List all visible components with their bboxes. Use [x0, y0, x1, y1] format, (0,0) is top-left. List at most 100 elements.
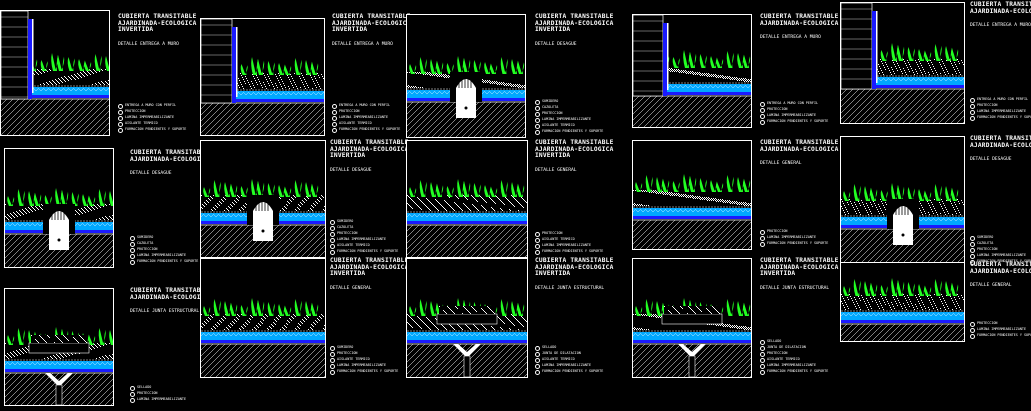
- legend-item: SELLADO: [130, 384, 186, 391]
- detail-subtitle: DETALLE GENERAL: [330, 285, 372, 291]
- section-drawing: [632, 140, 752, 250]
- detail-subtitle: DETALLE DESAGUE: [330, 167, 372, 173]
- legend-item: PROTECCION: [535, 110, 603, 117]
- section-drawing: [406, 258, 528, 378]
- detail-subtitle: DETALLE ENTREGA A MURO: [970, 23, 1031, 29]
- detail-title-line: AJARDINADA-ECOLOGICA: [970, 7, 1031, 15]
- legend-item: FORMACION PENDIENTES Y SOPORTE: [118, 126, 186, 133]
- detail-title-line: AJARDINADA-ECOLOGICA: [970, 267, 1031, 275]
- section-drawing: [632, 258, 752, 378]
- legend-item: JUNTA DE DILATACION: [760, 344, 828, 351]
- legend-item: SELLADO: [535, 344, 603, 351]
- roof-section-svg: [407, 298, 527, 377]
- detail-title-line: AJARDINADA-ECOLOGICA: [535, 145, 614, 153]
- legend-item: PROTECCION: [535, 230, 603, 237]
- legend-item: AISLANTE TERMICO: [535, 122, 603, 129]
- legend-item: FORMACION PENDIENTES Y SOPORTE: [535, 368, 603, 375]
- detail-title-line: AJARDINADA-ECOLOGICA: [118, 19, 197, 27]
- detail-title-line: CUBIERTA TRANSITABLE: [130, 287, 209, 294]
- legend-item: ENTREGA A MURO CON PERFIL: [760, 100, 828, 107]
- detail-title-line: CUBIERTA TRANSITABLE: [970, 135, 1031, 142]
- legend-item: AISLANTE TERMICO: [760, 356, 828, 363]
- detail-title-line: AJARDINADA-ECOLOGICA: [535, 19, 614, 27]
- detail-subtitle: DETALLE ENTREGA A MURO: [332, 41, 393, 47]
- detail-title-line: INVERTIDA: [118, 26, 154, 34]
- detail-title-line: CUBIERTA TRANSITABLE: [330, 139, 409, 146]
- roof-section-svg: [201, 19, 324, 135]
- legend-item: CAZOLETA: [970, 240, 1031, 247]
- legend-item: JUNTA DE DILATACION: [535, 350, 603, 357]
- legend-item: FORMACION PENDIENTES Y SOPORTE: [330, 248, 398, 255]
- legend-item: CAZOLETA: [535, 104, 603, 111]
- legend-item: FORMACION PENDIENTES Y SOPORTE: [760, 368, 828, 375]
- legend-item: ENTREGA A MURO CON PERFIL: [970, 96, 1031, 103]
- legend-item: SUMIDERO: [535, 98, 603, 105]
- legend-item: CAZOLETA: [330, 224, 398, 231]
- section-drawing: [840, 2, 965, 124]
- legend-item: PROTECCION: [332, 108, 400, 115]
- legend-item: LAMINA IMPERMEABILIZANTE: [760, 234, 828, 241]
- legend-item: SUMIDERO: [330, 218, 398, 225]
- detail-subtitle: DETALLE GENERAL: [760, 161, 802, 167]
- legend-item: PROTECCION: [760, 106, 828, 113]
- legend-item: FORMACION PENDIENTES Y SOPORTE: [970, 332, 1031, 339]
- detail-title-line: AJARDINADA-ECOLOGICA: [760, 145, 839, 153]
- roof-section-svg: [841, 183, 964, 267]
- legend-item: AISLANTE TERMICO: [332, 120, 400, 127]
- section-drawing: [840, 136, 965, 268]
- legend-item: PROTECCION: [130, 390, 186, 397]
- detail-title-line: INVERTIDA: [535, 270, 571, 278]
- detail-subtitle: DETALLE GENERAL: [970, 283, 1012, 289]
- legend-item: LAMINA IMPERMEABILIZANTE: [760, 112, 828, 119]
- section-drawing: [632, 14, 752, 128]
- detail-title-line: AJARDINADA-ECOLOGICA: [760, 19, 839, 27]
- roof-section-svg: [633, 174, 751, 249]
- legend-item: FORMACION PENDIENTES Y SOPORTE: [130, 258, 198, 265]
- legend-item: LAMINA IMPERMEABILIZANTE: [970, 252, 1031, 259]
- legend-item: AISLANTE TERMICO: [535, 356, 603, 363]
- legend-item: SUMIDERO: [330, 344, 398, 351]
- legend-item: AISLANTE TERMICO: [330, 356, 398, 363]
- legend-item: AISLANTE TERMICO: [535, 236, 603, 243]
- section-drawing: [840, 262, 965, 342]
- roof-section-svg: [633, 298, 751, 377]
- legend-item: FORMACION PENDIENTES Y SOPORTE: [535, 128, 603, 135]
- legend-item: LAMINA IMPERMEABILIZANTE: [330, 236, 398, 243]
- section-drawing: [200, 18, 325, 136]
- roof-section-svg: [5, 327, 113, 405]
- detail-title-line: AJARDINADA-ECOLOGICA: [330, 145, 409, 153]
- detail-title-line: AJARDINADA-ECOLOGICA: [760, 263, 839, 271]
- legend-item: SELLADO: [760, 338, 828, 345]
- legend-item: SUMIDERO: [970, 234, 1031, 241]
- detail-title-line: CUBIERTA TRANSITABLE: [535, 13, 614, 20]
- legend-item: AISLANTE TERMICO: [330, 242, 398, 249]
- roof-section-svg: [5, 188, 113, 267]
- legend-item: FORMACION PENDIENTES Y SOPORTE: [760, 118, 828, 125]
- section-drawing: [200, 140, 326, 258]
- legend-item: LAMINA IMPERMEABILIZANTE: [130, 396, 186, 403]
- detail-title-line: INVERTIDA: [332, 26, 368, 34]
- detail-title-line: CUBIERTA TRANSITABLE: [330, 257, 409, 264]
- roof-section-svg: [201, 179, 325, 257]
- detail-title-line: AJARDINADA-ECOLOGICA: [130, 155, 209, 163]
- roof-section-svg: [407, 56, 525, 137]
- detail-subtitle: DETALLE DESAGUE: [970, 157, 1012, 163]
- legend-item: FORMACION PENDIENTES Y SOPORTE: [970, 258, 1031, 265]
- detail-title-line: AJARDINADA-ECOLOGICA: [130, 293, 209, 301]
- legend-item: PROTECCION: [130, 246, 198, 253]
- legend-item: PROTECCION: [330, 230, 398, 237]
- legend-item: LAMINA IMPERMEABILIZANTE: [332, 114, 400, 121]
- roof-section-svg: [841, 278, 964, 341]
